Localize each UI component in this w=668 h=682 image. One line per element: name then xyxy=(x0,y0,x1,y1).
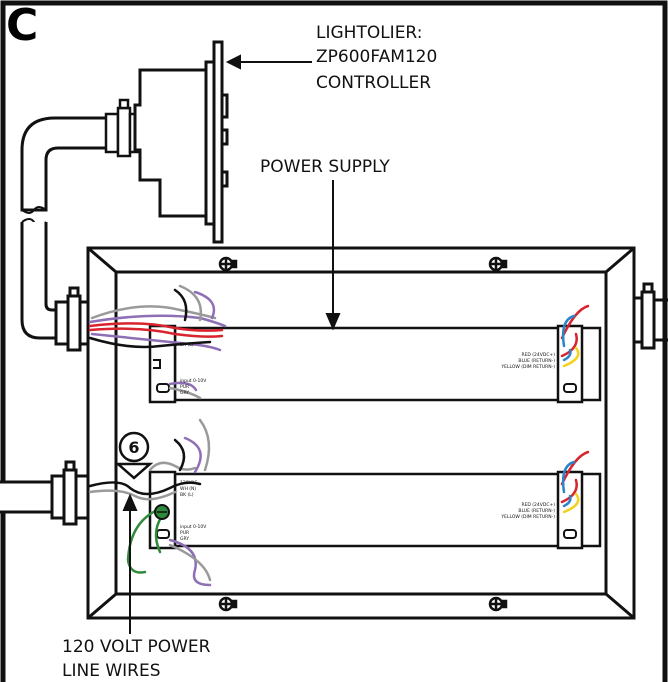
panel-letter: C xyxy=(6,0,39,51)
upper-input-label-2: PUR xyxy=(180,384,189,390)
upper-input-label-3: GRY xyxy=(180,390,189,396)
lower-input-label-1: input 0-10V xyxy=(180,524,207,530)
upper-output-label-1: RED (24VDC+) xyxy=(521,352,555,358)
controller-label-line2: ZP600FAM120 xyxy=(316,47,438,67)
power-supply-label: POWER SUPPLY xyxy=(260,157,390,177)
upper-output-label-3: YELLOW (DIM RETURN-) xyxy=(500,364,555,370)
step-marker: 6 xyxy=(114,431,154,480)
lower-mains-label-1: 120VAC xyxy=(180,480,198,486)
conduit-straight-left xyxy=(0,460,90,526)
wire-bundle-upper xyxy=(88,284,227,400)
power-wires-label-line2: LINE WIRES xyxy=(62,661,161,681)
controller-label-line3: CONTROLLER xyxy=(316,73,432,93)
power-supply-upper xyxy=(148,324,602,404)
junction-box xyxy=(86,246,636,620)
lower-input-label-3: GRY xyxy=(180,536,189,542)
output-wires-lower xyxy=(560,450,590,514)
wire-bundle-lower xyxy=(88,418,212,587)
upper-input-label-1: input 0-10V xyxy=(180,378,207,384)
controller-device xyxy=(133,40,229,244)
lower-input-label-2: PUR xyxy=(180,530,189,536)
lower-mains-label-2: WH (N) xyxy=(180,486,196,492)
output-wires-upper xyxy=(560,304,590,368)
lower-output-label-3: YELLOW (DIM RETURN-) xyxy=(500,514,555,520)
leader-arrows xyxy=(122,54,341,634)
upper-mains-label: BK (L) xyxy=(180,342,194,348)
lower-output-label-2: BLUE (RETURN-) xyxy=(518,508,555,514)
mounting-screw xyxy=(218,256,508,612)
step-number: 6 xyxy=(128,438,139,457)
lower-output-label-1: RED (24VDC+) xyxy=(521,502,555,508)
controller-label-line1: LIGHTOLIER: xyxy=(316,23,423,43)
upper-output-label-2: BLUE (RETURN-) xyxy=(518,358,555,364)
conduit-fitting-mid xyxy=(54,286,92,352)
power-wires-label-line1: 120 VOLT POWER xyxy=(62,637,211,657)
lower-mains-label-3: BK (L) xyxy=(180,492,194,498)
ground-screw xyxy=(154,504,170,520)
